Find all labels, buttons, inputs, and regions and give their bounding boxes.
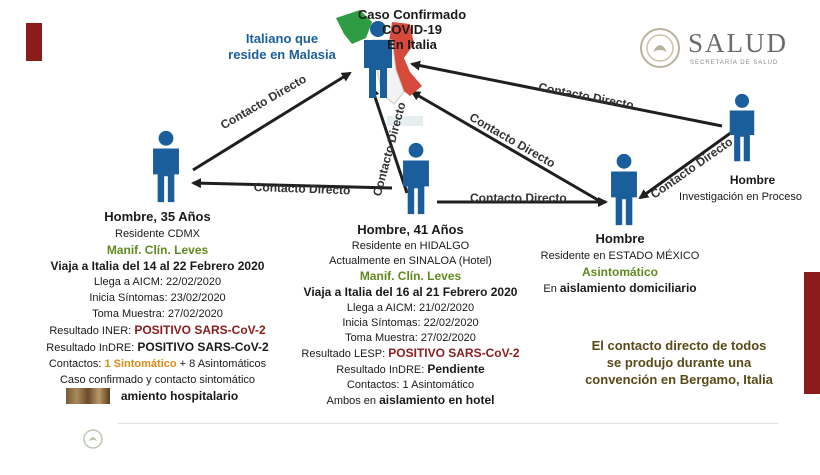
case-35-iner-label: Resultado INER: — [49, 325, 132, 337]
small-seal-icon — [83, 429, 103, 449]
case-invest-title: Hombre — [729, 173, 776, 187]
edge-label-41-edomex: Contacto Directo — [470, 191, 567, 205]
center-case-title: Caso Confirmado COVID-19 En Italia — [352, 7, 472, 52]
center-case-line3: En Italia — [387, 37, 437, 52]
case-invest-status: Investigación en Proceso — [679, 191, 802, 203]
case-35-block: Hombre, 35 Años Residente CDMX Manif. Cl… — [20, 208, 295, 404]
case-35-indre-value: POSITIVO SARS-CoV-2 — [137, 340, 269, 354]
case-41-title: Hombre, 41 Años — [357, 222, 464, 237]
arrow-41-to-center — [369, 86, 409, 194]
person-icon-41 — [403, 142, 429, 215]
center-case-line1: Caso Confirmado — [357, 7, 467, 22]
note-line2: se produjo durante una — [606, 355, 752, 370]
italian-line1: Italiano que — [245, 31, 319, 46]
case-35-isolation-text: amiento hospitalario — [120, 389, 239, 403]
case-35-contacts: Contactos: 1 Sintomático + 8 Asintomátic… — [20, 356, 295, 372]
case-edomex-status: Asintomático — [581, 265, 658, 279]
case-41-isolation-value: aislamiento en hotel — [379, 393, 495, 407]
arrow-35-to-center — [192, 71, 352, 172]
person-icon-35 — [153, 130, 179, 203]
case-41-lesp-label: Resultado LESP: — [301, 348, 386, 360]
case-35-title: Hombre, 35 Años — [104, 209, 211, 224]
bottom-divider — [118, 423, 778, 424]
arrow-edomex-to-center — [410, 90, 599, 202]
case-41-trip: Viaja a Italia del 16 al 21 Febrero 2020 — [303, 285, 518, 299]
crowd-image-graphic — [66, 388, 110, 404]
case-edomex-residence: Residente en ESTADO MÉXICO — [540, 250, 700, 262]
case-41-manif: Manif. Clín. Leves — [359, 269, 462, 283]
case-41-indre-label: Resultado InDRE: — [336, 364, 425, 376]
case-35-aicm: Llega a AICM: 22/02/2020 — [93, 276, 222, 288]
case-41-symptoms: Inicia Síntomas: 22/02/2020 — [342, 317, 479, 329]
case-edomex-title: Hombre — [595, 231, 645, 246]
italian-label: Italiano que reside en Malasia — [222, 31, 342, 63]
case-41-aicm: Llega a AICM: 21/02/2020 — [346, 302, 475, 314]
case-35-indre-label: Resultado InDRE: — [46, 342, 135, 354]
case-41-isolation-prefix: Ambos en — [326, 395, 377, 407]
person-icon-center — [364, 21, 392, 98]
person-icon-edomex — [611, 153, 637, 226]
case-41-indre: Resultado InDRE: Pendiente — [283, 362, 538, 378]
case-35-iner: Resultado INER: POSITIVO SARS-CoV-2 — [20, 322, 295, 339]
arrow-invest-to-edomex — [638, 130, 733, 200]
case-41-lesp-value: POSITIVO SARS-CoV-2 — [388, 346, 520, 360]
salud-subtitle: SECRETARÍA DE SALUD — [690, 60, 779, 66]
convention-note: El contacto directo de todos se produjo … — [560, 337, 798, 388]
case-35-residence: Residente CDMX — [115, 228, 200, 240]
case-edomex-isolation: En aislamiento domiciliario — [530, 280, 710, 297]
case-35-contacts-symptomatic: 1 Sintomático — [104, 358, 177, 370]
arrow-41-to-35 — [191, 178, 393, 190]
case-41-residence: Residente en HIDALGO — [351, 240, 470, 252]
center-case-line2: COVID-19 — [382, 22, 442, 37]
case-35-isolation: amiento hospitalario — [20, 388, 295, 404]
case-35-contacts-prefix: Contactos: — [48, 358, 102, 370]
case-edomex-isolation-prefix: En — [543, 283, 557, 295]
arrow-invest-to-center — [410, 60, 723, 128]
left-accent-bar — [26, 23, 42, 61]
case-edomex-isolation-value: aislamiento domiciliario — [559, 281, 697, 295]
case-35-sample: Toma Muestra: 27/02/2020 — [92, 308, 223, 320]
note-line1: El contacto directo de todos — [591, 338, 767, 353]
case-41-indre-value: Pendiente — [427, 362, 485, 376]
italian-line2: reside en Malasia — [228, 47, 336, 62]
person-icon-invest — [729, 93, 755, 162]
case-edomex-block: Hombre Residente en ESTADO MÉXICO Asinto… — [530, 230, 710, 297]
salud-brand: SALUD — [688, 28, 789, 58]
right-accent-bar — [804, 272, 820, 394]
case-35-iner-value: POSITIVO SARS-CoV-2 — [134, 323, 266, 337]
salud-logo: SALUD SECRETARÍA DE SALUD — [638, 26, 808, 74]
note-line3: convención en Bergamo, Italia — [585, 372, 773, 387]
case-35-confirmed: Caso confirmado y contacto sintomático — [59, 374, 256, 386]
case-35-indre: Resultado InDRE: POSITIVO SARS-CoV-2 — [20, 339, 295, 356]
mexico-seal-icon — [640, 28, 680, 68]
case-41-sample: Toma Muestra: 27/02/2020 — [345, 332, 476, 344]
case-35-trip: Viaja a Italia del 14 al 22 Febrero 2020 — [50, 259, 265, 273]
case-35-contacts-rest: + 8 Asintomáticos — [179, 358, 267, 370]
case-41-contacts: Contactos: 1 Asintomático — [346, 379, 475, 391]
case-35-symptoms: Inicia Síntomas: 23/02/2020 — [89, 292, 226, 304]
case-41-isolation: Ambos en aislamiento en hotel — [283, 393, 538, 409]
case-41-block: Hombre, 41 Años Residente en HIDALGO Act… — [283, 221, 538, 409]
case-35-manif: Manif. Clín. Leves — [106, 243, 209, 257]
case-41-current: Actualmente en SINALOA (Hotel) — [329, 255, 492, 267]
case-41-lesp: Resultado LESP: POSITIVO SARS-CoV-2 — [283, 346, 538, 362]
case-invest-block: Hombre Investigación en Proceso — [668, 172, 813, 206]
